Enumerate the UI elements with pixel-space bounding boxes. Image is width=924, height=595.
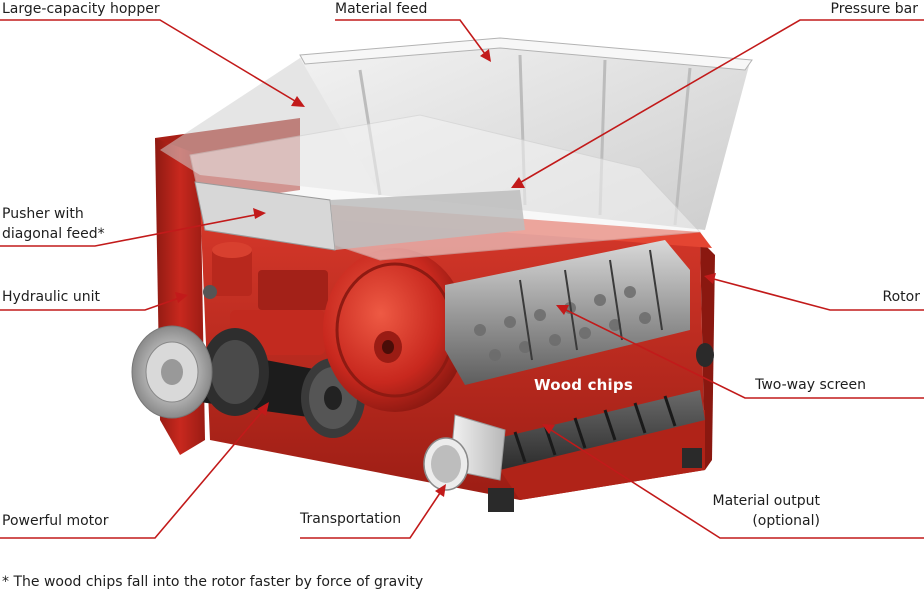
transport-pipe <box>423 414 506 491</box>
label-pusher-line2: diagonal feed* <box>2 226 105 242</box>
arrowhead-transportation <box>435 484 446 497</box>
motor-fan <box>131 325 213 419</box>
label-rotor: Rotor <box>882 289 920 305</box>
flywheel <box>323 248 467 412</box>
leader-hydraulic <box>0 296 183 311</box>
leader-pressure-bar <box>515 19 924 186</box>
label-hydraulic-unit: Hydraulic unit <box>2 289 100 305</box>
pusher <box>194 181 525 251</box>
arrowhead-powerful-motor <box>257 402 269 416</box>
leader-material-output <box>547 427 924 539</box>
footnote: * The wood chips fall into the rotor fas… <box>2 574 424 590</box>
label-pusher-line1: Pusher with <box>2 206 84 222</box>
leader-transportation <box>300 489 443 539</box>
label-material-output-line2: (optional) <box>752 513 820 529</box>
arrowhead-two-way-screen <box>556 305 569 315</box>
leader-two-way-screen <box>561 307 924 399</box>
arrowhead-pressure-bar <box>511 177 525 188</box>
leader-pusher <box>0 213 261 247</box>
label-material-output-line1: Material output <box>712 493 820 509</box>
arrowhead-hopper <box>291 96 305 107</box>
leader-material-feed <box>335 19 489 59</box>
label-transportation: Transportation <box>300 511 402 527</box>
label-two-way-screen: Two-way screen <box>755 377 866 393</box>
label-pressure-bar: Pressure bar <box>830 1 918 17</box>
label-large-capacity-hopper: Large-capacity hopper <box>2 1 160 17</box>
arrowhead-hydraulic <box>175 292 188 303</box>
label-powerful-motor: Powerful motor <box>2 513 109 529</box>
arrowhead-pusher <box>253 208 266 219</box>
arrowhead-material-feed <box>480 49 491 62</box>
rotor <box>445 240 690 385</box>
annotation-leaders <box>0 19 924 539</box>
arrowhead-material-output <box>542 424 555 434</box>
arrowhead-rotor <box>704 273 716 284</box>
label-wood-chips: Wood chips <box>534 376 633 394</box>
label-material-feed: Material feed <box>335 1 428 17</box>
leader-rotor <box>709 277 924 311</box>
leader-hopper <box>0 19 301 105</box>
leader-powerful-motor <box>0 407 266 539</box>
screw-conveyor <box>490 343 714 470</box>
